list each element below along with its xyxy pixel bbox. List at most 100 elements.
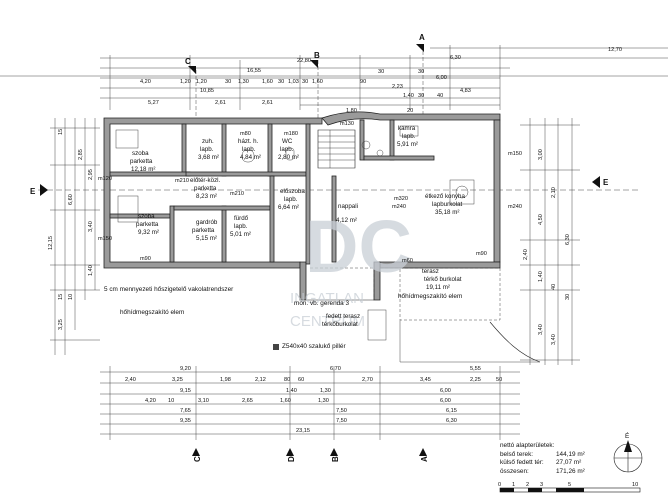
room-szoba-1: szoba parketta 12,18 m²: [130, 150, 155, 173]
dim-bot-r2-8: 2,25: [470, 377, 481, 383]
dim-left-3: 2,95: [88, 169, 94, 180]
dim-s5: 30: [278, 79, 284, 85]
section-mark-right-e: E: [603, 178, 609, 187]
dim-s0: 1,20: [196, 79, 207, 85]
room-area: 19,11 m²: [426, 284, 450, 291]
opening-label: m180: [284, 131, 298, 137]
dim-s6: 1,03: [288, 79, 299, 85]
dim-left-8: 10: [68, 294, 74, 300]
dim-top-i: 2,23: [392, 84, 403, 90]
dim-top-overall: 12,70: [608, 47, 622, 53]
dim-bot-r6-0: 9,35: [180, 418, 191, 424]
dim-bot-r1-2: 5,55: [470, 366, 481, 372]
dim-top-a: 4,20: [140, 79, 151, 85]
dim-bot-r5-2: 6,15: [446, 408, 457, 414]
room-name: előtér-közl.: [190, 177, 221, 184]
room-area: 12,18 m²: [131, 166, 155, 173]
dim-bot-r5-1: 7,50: [336, 408, 347, 414]
dim-right-8: 40: [551, 284, 557, 290]
summary-value: 144,19 m²: [556, 451, 585, 458]
dim-right-1: 4,50: [538, 214, 544, 225]
dim-left-7: 3,25: [58, 319, 64, 330]
left-dimension-lines: 15 6,60 2,85 2,95 3,40 12,15 1,40 3,25 1…: [48, 118, 100, 355]
dim-bot-r3-0: 9,15: [180, 388, 191, 394]
opening-label: m210: [175, 178, 189, 184]
room-nappali: nappali 4,12 m²: [336, 203, 358, 224]
dim-right-3: 6,30: [565, 234, 571, 245]
bottom-dimension-lines: [100, 366, 520, 440]
note-expansion-joint-2: hőhídmegszakító elem: [398, 293, 462, 300]
scale-label: 10: [632, 482, 638, 488]
dim-top-e: 4,83: [460, 88, 471, 94]
dim-bot-r2-1: 3,25: [172, 377, 183, 383]
room-floor: lapb.: [284, 196, 298, 203]
room-furdo: fürdő lapb. 5,01 m²: [230, 215, 251, 238]
north-arrow: É: [613, 431, 643, 473]
dim-right-6: 3,40: [538, 324, 544, 335]
room-floor: térkő burkolat: [424, 276, 462, 283]
room-floor: lapb.: [242, 146, 256, 153]
dim-s3: 30: [225, 79, 231, 85]
dim-bot-r4-2: 3,10: [198, 398, 209, 404]
dim-s15: 1,80: [346, 108, 357, 114]
room-area: 5,91 m²: [397, 141, 418, 148]
section-mark-top-b: B: [314, 51, 320, 60]
furniture: [115, 125, 475, 223]
dim-s4: 1,60: [262, 79, 273, 85]
summary-label: összesen:: [500, 468, 529, 475]
dim-top-f: 5,27: [148, 100, 159, 106]
opening-label: m80: [240, 131, 251, 137]
dim-s13: 30: [418, 93, 424, 99]
dim-right-9: 30: [565, 294, 571, 300]
dim-left-6: 1,40: [88, 265, 94, 276]
dim-bot-r4-4: 1,60: [280, 398, 291, 404]
scale-label: 3: [540, 482, 543, 488]
terrace-areas: [310, 267, 541, 363]
dim-bot-r3-2: 1,30: [320, 388, 331, 394]
watermark-line1: INGATLAN: [290, 290, 364, 307]
room-fedett-terasz: fedett terasz térkőburkolat: [322, 313, 360, 328]
room-floor: lapb.: [200, 146, 214, 153]
dim-top-g: 2,61: [215, 100, 226, 106]
room-area: 5,01 m²: [230, 231, 251, 238]
room-area: 5,15 m²: [196, 235, 217, 242]
room-area: 2,80 m²: [278, 154, 299, 161]
opening-label: m130: [340, 121, 354, 127]
top-dimension-lines: [0, 45, 668, 110]
dim-s8: 1,60: [312, 79, 323, 85]
bottom-dimension-texts: 9,20 6,70 5,55 2,40 3,25 1,98 2,12 80 60…: [125, 366, 502, 434]
dim-s1: 1,30: [238, 79, 249, 85]
scale-label: 0: [498, 482, 501, 488]
opening-label: m150: [98, 236, 112, 242]
note-expansion-joint-1: hőhídmegszakító elem: [120, 309, 184, 316]
scale-label: 2: [526, 482, 529, 488]
dim-bot-r4-3: 2,65: [242, 398, 253, 404]
room-floor: térkőburkolat: [322, 321, 358, 328]
dim-top-terrace: 6,30: [450, 55, 461, 61]
note-insulating-plaster: 5 cm mennyezeti hőszigetelő vakolatrends…: [104, 286, 234, 293]
room-eloszoba: előszoba lapb. 6,64 m²: [278, 188, 305, 211]
annotations: 5 cm mennyezeti hőszigetelő vakolatrends…: [104, 286, 462, 350]
dim-s7: 30: [302, 79, 308, 85]
opening-label: m240: [392, 204, 406, 210]
room-name: WC: [282, 138, 293, 145]
opening-label: m320: [394, 196, 408, 202]
summary-value: 171,26 m²: [556, 468, 585, 475]
dim-left-2: 2,85: [78, 149, 84, 160]
room-haztartasi: házt. h. lapb. 4,84 m²: [238, 138, 261, 161]
dim-bot-r2-0: 2,40: [125, 377, 136, 383]
room-etkezo-konyha: étkező konyha lapburkolat 35,18 m²: [425, 193, 465, 216]
dim-top-total: 22,80: [297, 58, 311, 64]
room-area: 9,32 m²: [138, 229, 159, 236]
opening-label: m90: [140, 256, 151, 262]
room-floor: lapburkolat: [432, 201, 463, 208]
opening-label: m90: [476, 251, 487, 257]
room-area: 3,68 m²: [198, 154, 219, 161]
dim-bot-total: 23,15: [296, 428, 310, 434]
dim-bot-r2-2: 1,98: [220, 377, 231, 383]
summary-value: 27,07 m²: [556, 459, 581, 466]
room-name: szoba: [138, 213, 155, 220]
dim-bot-r6-1: 7,50: [336, 418, 347, 424]
scale-bar: 0 1 2 3 5 10: [498, 482, 641, 493]
